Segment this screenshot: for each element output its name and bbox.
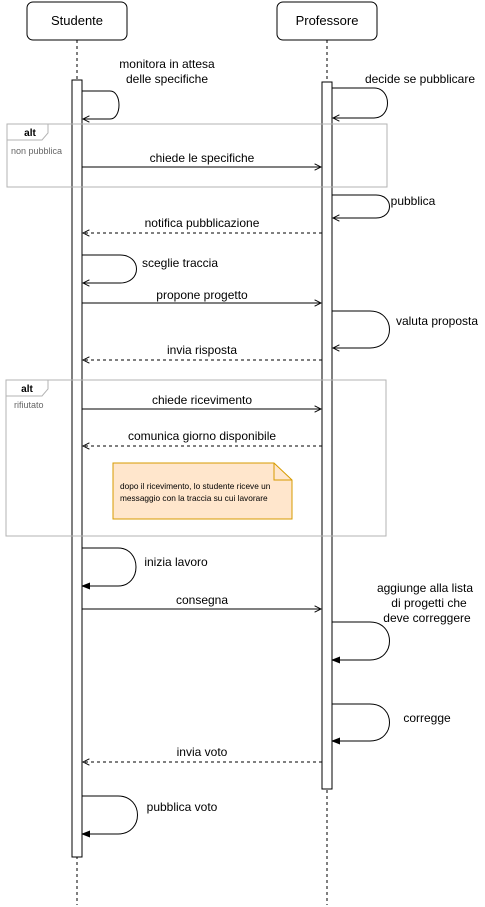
message-notify-publication: notifica pubblicazione (83, 216, 322, 233)
message-propose-project: propone progetto (82, 288, 321, 303)
self-message-add-line3: deve correggere (383, 611, 471, 625)
alt-fragment-2-tag: alt (21, 384, 33, 395)
self-message-choose-track-label: sceglie traccia (142, 256, 218, 270)
self-message-monitor: monitora in attesa delle specifiche (82, 57, 215, 119)
self-message-evaluate: valuta proposta (332, 310, 478, 348)
message-ask-specs-label: chiede le specifiche (150, 151, 255, 165)
message-deliver: consegna (82, 593, 321, 609)
note: dopo il ricevimento, lo studente riceve … (112, 462, 293, 520)
self-message-publish-label: pubblica (391, 194, 436, 208)
alt-fragment-1-guard: non pubblica (11, 146, 62, 156)
self-message-decide: decide se pubblicare (332, 72, 475, 118)
self-message-add-line1: aggiunge alla lista (377, 581, 473, 595)
message-send-grade: invia voto (83, 745, 322, 762)
message-ask-meeting: chiede ricevimento (82, 393, 321, 409)
message-communicate-day-label: comunica giorno disponibile (128, 429, 276, 443)
self-message-monitor-line2: delle specifiche (126, 72, 208, 86)
note-line1: dopo il ricevimento, lo studente riceve … (120, 481, 271, 491)
alt-fragment-2-guard: rifiutato (14, 400, 44, 410)
self-message-decide-label: decide se pubblicare (365, 72, 475, 86)
self-message-start-work-label: inizia lavoro (144, 555, 208, 569)
self-message-correct-label: corregge (403, 711, 451, 725)
message-notify-publication-label: notifica pubblicazione (145, 216, 260, 230)
alt-fragment-1: alt non pubblica (6, 123, 388, 188)
self-message-correct: corregge (332, 703, 451, 741)
note-line2: messaggio con la traccia su cui lavorare (120, 493, 268, 503)
alt-fragment-1-tag: alt (24, 128, 36, 139)
message-ask-specs: chiede le specifiche (82, 151, 321, 167)
self-message-evaluate-label: valuta proposta (396, 314, 478, 328)
message-communicate-day: comunica giorno disponibile (83, 429, 322, 446)
message-send-reply: invia risposta (83, 343, 322, 360)
message-ask-meeting-label: chiede ricevimento (152, 393, 252, 407)
message-send-reply-label: invia risposta (167, 343, 237, 357)
self-message-publish-grade-label: pubblica voto (147, 800, 218, 814)
alt-fragment-2: alt rifiutato (5, 379, 387, 537)
message-deliver-label: consegna (176, 593, 228, 607)
message-propose-project-label: propone progetto (156, 288, 248, 302)
activation-professor (321, 81, 333, 790)
self-message-monitor-line1: monitora in attesa (119, 57, 215, 71)
participant-professor-label: Professore (296, 13, 359, 28)
self-message-publish: pubblica (332, 194, 436, 218)
self-message-add-line2: di progetti che (391, 596, 467, 610)
self-message-publish-grade: pubblica voto (82, 795, 218, 834)
participant-student: Studente (26, 1, 128, 41)
message-send-grade-label: invia voto (177, 745, 228, 759)
participant-professor: Professore (276, 1, 378, 41)
self-message-start-work: inizia lavoro (82, 547, 208, 586)
self-message-add-to-list: aggiunge alla lista di progetti che deve… (332, 581, 473, 660)
participant-student-label: Studente (51, 13, 103, 28)
activation-student (71, 79, 83, 858)
self-message-choose-track: sceglie traccia (82, 254, 218, 283)
